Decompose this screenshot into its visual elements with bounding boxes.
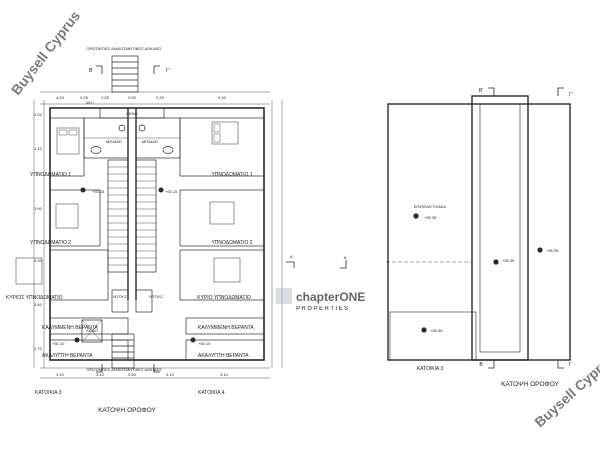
roof-outline [387, 103, 571, 361]
house-left-label: ΚΑΤΟΙΚΙΑ 3 [35, 390, 62, 396]
watermark-corner-top: Buysell Cyprus [8, 8, 83, 98]
master-left-label: ΚΥΡΙΟΣ ΥΠΝΟΔΩΜΑΤΙΟ [6, 295, 63, 301]
dim-top-1: 4.20 [56, 95, 65, 100]
covered-veranda-left-label: ΚΑΛΥΜΜΕΝΗ ΒΕΡΑΝΤΑ [42, 325, 99, 331]
bedroom2-left-label: ΥΠΝΟΔΩΜΑΤΙΟ 2 [30, 240, 71, 246]
void-bottom-label: ΚΕΝΟ [86, 328, 97, 333]
bedroom2-right-rect [179, 189, 265, 247]
level-upper-left: +92.15 [92, 189, 105, 194]
dim-bottom-2: 3.10 [96, 372, 105, 377]
covered-veranda-right [185, 317, 265, 335]
open-veranda-left-label: ΑΚΑΛΥΠΤΗ ΒΕΡΑΝΤΑ [42, 353, 93, 359]
section-a-label: Α' [290, 254, 294, 259]
void-bottom-rect [81, 319, 103, 343]
watermark-brand-mark [276, 288, 292, 304]
left-floor-plan [15, 55, 295, 379]
dim-left-3: 3.90 [34, 206, 43, 211]
dim-bottom-3: 0.50 [128, 372, 137, 377]
roof-level-mid: +95.35 [502, 258, 515, 263]
roof-level-bottom: +95.35 [430, 328, 443, 333]
watermark-brand: chapterONE [296, 290, 365, 304]
bedroom1-right-label: ΥΠΝΟΔΩΜΑΤΙΟ 1 [211, 172, 252, 178]
watermark-corner-bottom: Buysell Cyprus [531, 350, 600, 430]
shower-right [135, 289, 153, 313]
right-plan-labels: Β' Γ' Α Β Γ ΕΠΙΠΕΔΗ ΠΛΑΚΑ +95.35 +95.35 … [344, 88, 573, 388]
dim-left-6: 1.70 [34, 346, 43, 351]
bottom-beams-frame [111, 333, 135, 369]
dim-left-5: 3.40 [34, 302, 43, 307]
bedroom2-right-label: ΥΠΝΟΔΩΜΑΤΙΟ 2 [211, 240, 252, 246]
roof-section-b-bottom: Β [479, 362, 483, 368]
roof-house-label: ΚΑΤΟΙΚΙΑ 3 [417, 366, 444, 372]
right-plan-title: ΚΑΤΟΨΗ ΟΡΟΦΟΥ [501, 381, 560, 388]
bedroom1-left-rect [49, 117, 85, 177]
top-beams-note: ΟΡΙΖΟΝΤΙΕΣ ΔΙΑΚΟΣΜΗΤΙΚΕΣ ΔΟΚΙΔΕΣ [86, 46, 162, 51]
roof-level-slab: +95.35 [424, 215, 437, 220]
dim-top-4: 0.50 [128, 95, 137, 100]
dim-left-2: 1.10 [34, 146, 43, 151]
open-veranda-right-label: ΑΚΑΛΥΠΤΗ ΒΕΡΑΝΤΑ [198, 353, 249, 359]
covered-veranda-left [49, 317, 129, 335]
open-veranda-right [185, 339, 265, 361]
roof-level-right: +95.35 [546, 248, 559, 253]
roof-section-b-top: Β' [479, 88, 483, 94]
covered-veranda-right-label: ΚΑΛΥΜΜΕΝΗ ΒΕΡΑΝΤΑ [198, 325, 255, 331]
void-top-rect [99, 107, 165, 119]
dim-top-2: 0.25 [80, 95, 89, 100]
wc-label: W.C [86, 100, 94, 105]
level-lower-right: +92.10 [198, 341, 211, 346]
open-veranda-left [49, 339, 129, 361]
level-lower-left: +92.10 [52, 341, 65, 346]
master-right-rect [179, 249, 265, 301]
left-plan-labels: ΟΡΙΖΟΝΤΙΕΣ ΔΙΑΚΟΣΜΗΤΙΚΕΣ ΔΟΚΙΔΕΣ Β' Γ' Κ… [6, 46, 294, 414]
house-right-label: ΚΑΤΟΙΚΙΑ 4 [198, 390, 225, 396]
shower-left-label: ΝΤΟΥΖ [113, 294, 127, 299]
dim-left-4: 4.20 [34, 258, 43, 263]
roof-section-g-bottom: Γ [569, 362, 572, 368]
dim-top-6: 4.20 [218, 95, 227, 100]
bath-left-label: ΜΠΑΝΙΟ [106, 139, 122, 144]
bedroom1-right-rect [179, 117, 265, 177]
watermark-brand-sub: PROPERTIES [296, 306, 350, 312]
bedroom2-left-rect [49, 189, 101, 247]
shower-left [111, 289, 129, 313]
roof-section-g-top: Γ' [569, 92, 573, 98]
flat-slab-label: ΕΠΙΠΕΔΗ ΠΛΑΚΑ [414, 204, 447, 209]
bottom-beams-note: ΟΡΙΖΟΝΤΙΕΣ ΔΙΑΚΟΣΜΗΤΙΚΕΣ ΔΟΚΙΔΕΣ [86, 367, 162, 372]
level-upper-right: +92.15 [165, 189, 178, 194]
section-g-label: Γ' [166, 68, 170, 74]
master-left-rect [49, 249, 109, 301]
void-top-label: ΚΕΝΟ [126, 111, 137, 116]
dim-bottom-4: 3.10 [166, 372, 175, 377]
left-plan-title: ΚΑΤΟΨΗ ΟΡΟΦΟΥ [98, 407, 157, 414]
section-b-label: Β' [89, 68, 93, 74]
dim-left-1: 2.02 [34, 112, 43, 117]
master-right-label: ΚΥΡΙΟ ΥΠΝΟΔΩΜΑΤΙΟ [197, 295, 251, 301]
dim-top-5: 2.25 [156, 95, 165, 100]
dim-bottom-5: 3.10 [220, 372, 229, 377]
roof-strip-centre [471, 95, 529, 361]
right-roof-plan [340, 87, 571, 369]
shower-right-label: ΝΤΟΥΖ [149, 294, 163, 299]
dim-bottom-1: 3.10 [56, 372, 65, 377]
bedroom1-left-label: ΥΠΝΟΔΩΜΑΤΙΟ 1 [30, 172, 71, 178]
bath-right-label: ΜΠΑΝΙΟ [142, 139, 158, 144]
dim-top-3: 2.25 [101, 95, 110, 100]
roof-section-a: Α [344, 255, 347, 260]
